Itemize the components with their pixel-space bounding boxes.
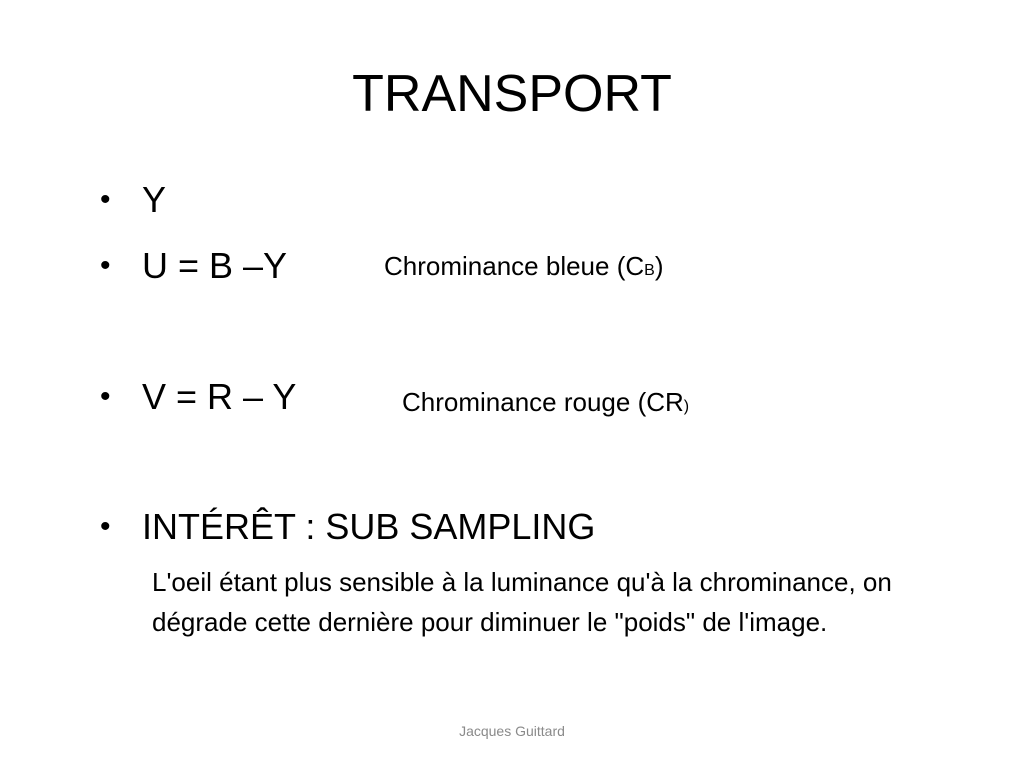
bullet-text: Y [142, 179, 167, 220]
bullet-marker: • [100, 510, 111, 543]
annotation-suffix: ) [654, 251, 664, 281]
bullet-item-y: • Y [100, 176, 166, 224]
bullet-marker: • [100, 183, 111, 216]
explanation-paragraph: L'oeil étant plus sensible à la luminanc… [152, 567, 892, 637]
bullet-text: U = B –Y [142, 245, 288, 286]
slide-title: TRANSPORT [352, 65, 672, 123]
bullet-marker: • [100, 249, 111, 282]
annotation-prefix: Chrominance bleue (C [384, 251, 645, 281]
annotation-prefix: Chrominance rouge (CR [402, 387, 684, 417]
chrominance-rouge-label: Chrominance rouge (CR) [402, 386, 689, 423]
annotation-subscript: B [644, 262, 655, 279]
bullet-text: V = R – Y [142, 376, 297, 417]
footer-author: Jacques Guittard [459, 723, 565, 739]
bullet-text: INTÉRÊT : SUB SAMPLING [142, 506, 596, 547]
bullet-item-v: • V = R – Y [100, 373, 296, 421]
bullet-item-interet: • INTÉRÊT : SUB SAMPLING [100, 503, 595, 551]
bullet-item-u: • U = B –Y [100, 242, 287, 290]
annotation-subscript: ) [683, 398, 690, 415]
chrominance-bleue-label: Chrominance bleue (CB) [384, 250, 663, 287]
bullet-marker: • [100, 380, 111, 413]
